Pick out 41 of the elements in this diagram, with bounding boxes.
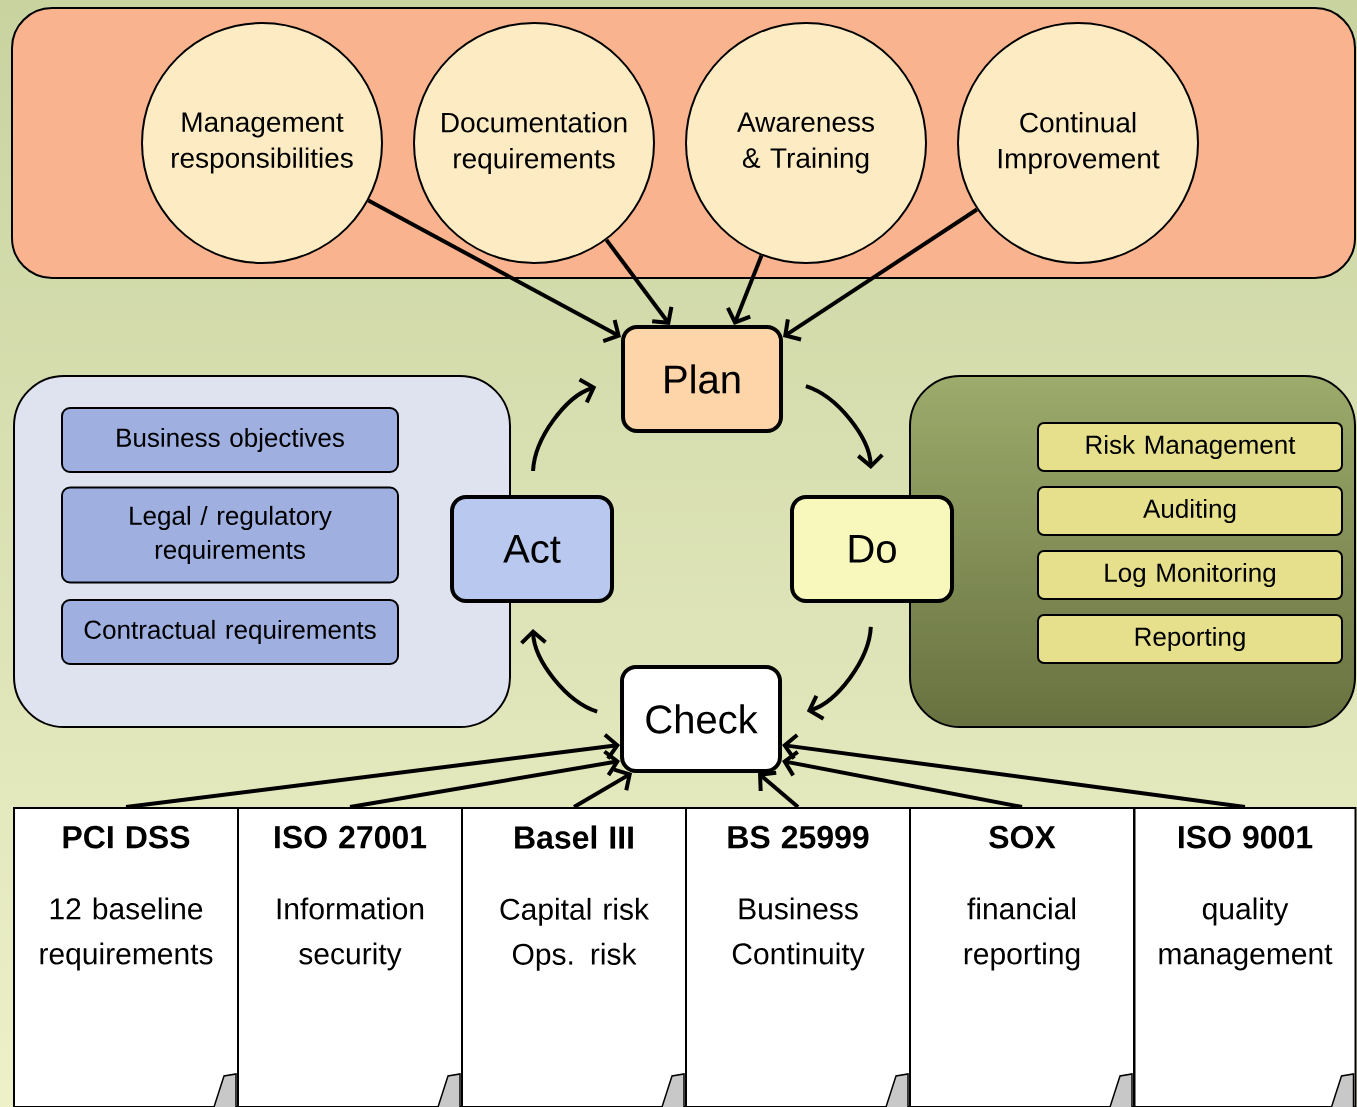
node-label: SOX (989, 825, 1056, 849)
node-label: Business Continuity (732, 897, 865, 971)
arrow (367, 198, 621, 343)
activity-box: Risk Management (1037, 422, 1343, 472)
arrow (805, 384, 884, 469)
requirement-box: Business objectives (61, 407, 399, 473)
standard-document: PCI DSS 12 baseline requirements (13, 807, 239, 1107)
requirement-box: Contractual requirements (61, 599, 399, 665)
activity-box: Reporting (1037, 614, 1343, 664)
requirement-box: Legal / regulatory requirements (61, 486, 399, 584)
arrow (531, 377, 597, 472)
phase-box: Plan (621, 325, 783, 433)
arrow (520, 628, 598, 714)
activity-box: Auditing (1037, 486, 1343, 536)
arrow (125, 733, 620, 809)
phase-box: Act (450, 495, 614, 603)
standard-document: BS 25999 Business Continuity (685, 807, 911, 1107)
arrow (782, 750, 1023, 809)
node-label: Capital risk Ops. risk (500, 897, 650, 971)
arrow (758, 770, 800, 809)
activity-box: Log Monitoring (1037, 550, 1343, 600)
node-label: PCI DSS (63, 825, 190, 849)
node-label: Information security (277, 897, 424, 971)
phase-box: Do (790, 495, 954, 603)
arrow (726, 254, 764, 325)
phase-box: Check (620, 665, 782, 773)
standard-document: Basel III Capital risk Ops. risk (461, 807, 687, 1107)
arrow (782, 733, 1246, 809)
node-label: ISO 27001 (275, 825, 427, 849)
arrow (604, 238, 674, 325)
arrow (806, 626, 873, 721)
standard-document: SOX financial reporting (909, 807, 1135, 1107)
node-label: Basel III (515, 825, 633, 849)
arrow (349, 749, 620, 809)
node-label: 12 baseline requirements (40, 897, 213, 971)
standard-document: ISO 27001 Information security (237, 807, 463, 1107)
node-label: BS 25999 (728, 825, 869, 849)
arrow (573, 767, 632, 809)
node-label: financial reporting (964, 897, 1080, 971)
standard-document: ISO 9001 quality management (1133, 807, 1357, 1107)
arrow (783, 207, 978, 342)
